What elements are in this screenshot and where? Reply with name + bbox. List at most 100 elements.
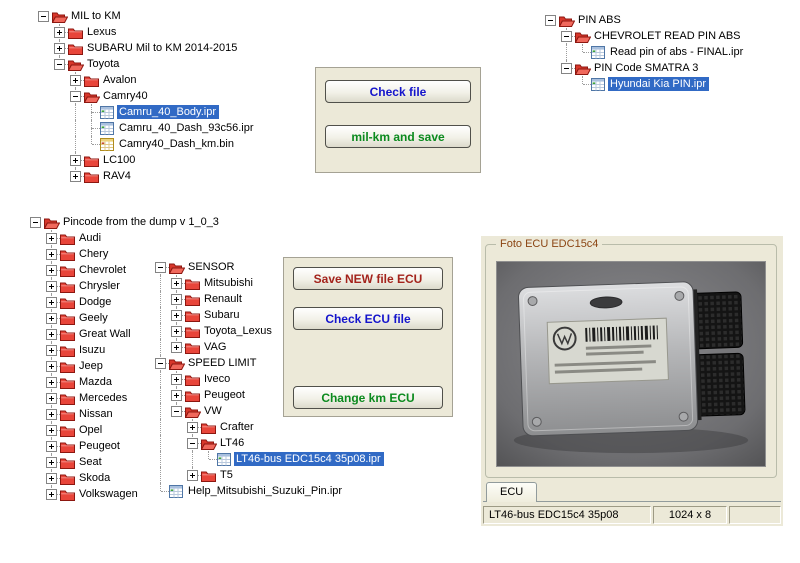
tree-label[interactable]: Lexus bbox=[87, 26, 117, 38]
tree-node-help-mitsubishi-suzuki-pin-ipr[interactable]: Help_Mitsubishi_Suzuki_Pin.ipr bbox=[153, 483, 384, 499]
tree-node-toyota[interactable]: Toyota bbox=[36, 56, 257, 72]
tree-node-chevrolet[interactable]: Chevrolet bbox=[28, 262, 222, 278]
tree-label[interactable]: SENSOR bbox=[188, 261, 235, 273]
tree-expander-plus[interactable] bbox=[46, 489, 57, 500]
tree-node-volkswagen[interactable]: Volkswagen bbox=[28, 486, 222, 502]
tree-label[interactable]: Renault bbox=[204, 293, 242, 305]
tree-node-great-wall[interactable]: Great Wall bbox=[28, 326, 222, 342]
tree-expander-minus[interactable] bbox=[545, 15, 556, 26]
tree-label[interactable]: Toyota_Lexus bbox=[204, 325, 272, 337]
tree-node-mil-to-km[interactable]: MIL to KM bbox=[36, 8, 257, 24]
tree-expander-plus[interactable] bbox=[171, 374, 182, 385]
tree-label[interactable]: LC100 bbox=[103, 154, 136, 166]
tree-expander-plus[interactable] bbox=[70, 171, 81, 182]
tree-expander-minus[interactable] bbox=[155, 262, 166, 273]
tree-label[interactable]: Peugeot bbox=[79, 440, 120, 452]
tree-expander-plus[interactable] bbox=[70, 75, 81, 86]
tree-expander-plus[interactable] bbox=[46, 281, 57, 292]
tree-node-mitsubishi[interactable]: Mitsubishi bbox=[153, 275, 384, 291]
tree-label[interactable]: MIL to KM bbox=[71, 10, 121, 22]
tree-label[interactable]: Toyota bbox=[87, 58, 120, 70]
tree-node-camry40[interactable]: Camry40 bbox=[36, 88, 257, 104]
save-new-file-ecu-button[interactable]: Save NEW file ECU bbox=[293, 267, 443, 290]
tree-label[interactable]: Subaru bbox=[204, 309, 240, 321]
tree-label[interactable]: Jeep bbox=[79, 360, 103, 372]
tree-node-camru-40-body-ipr[interactable]: Camru_40_Body.ipr bbox=[36, 104, 257, 120]
tree-node-t5[interactable]: T5 bbox=[153, 467, 384, 483]
tree-label[interactable]: Crafter bbox=[220, 421, 254, 433]
tree-node-seat[interactable]: Seat bbox=[28, 454, 222, 470]
tree-node-crafter[interactable]: Crafter bbox=[153, 419, 384, 435]
tree-node-camru-40-dash-93c56-ipr[interactable]: Camru_40_Dash_93c56.ipr bbox=[36, 120, 257, 136]
tree-node-hyundai-kia-pin-ipr[interactable]: Hyundai Kia PIN.ipr bbox=[543, 76, 746, 92]
tree-expander-plus[interactable] bbox=[187, 422, 198, 433]
tree-node-renault[interactable]: Renault bbox=[153, 291, 384, 307]
tree-expander-plus[interactable] bbox=[46, 377, 57, 388]
tree-expander-plus[interactable] bbox=[46, 345, 57, 356]
tree-expander-minus[interactable] bbox=[155, 358, 166, 369]
tree-expander-plus[interactable] bbox=[171, 326, 182, 337]
tree-node-opel[interactable]: Opel bbox=[28, 422, 222, 438]
tree-label[interactable]: Camru_40_Dash_93c56.ipr bbox=[119, 122, 254, 134]
tree-label[interactable]: Great Wall bbox=[79, 328, 131, 340]
tree-node-toyota-lexus[interactable]: Toyota_Lexus bbox=[153, 323, 384, 339]
tree-label[interactable]: LT46-bus EDC15c4 35p08.ipr bbox=[234, 452, 384, 466]
tree-label[interactable]: Iveco bbox=[204, 373, 231, 385]
tree-label[interactable]: Mazda bbox=[79, 376, 113, 388]
tree-node-nissan[interactable]: Nissan bbox=[28, 406, 222, 422]
tree-expander-plus[interactable] bbox=[46, 409, 57, 420]
tree-label[interactable]: Hyundai Kia PIN.ipr bbox=[608, 77, 709, 91]
tree-expander-plus[interactable] bbox=[46, 473, 57, 484]
tree-label[interactable]: Peugeot bbox=[204, 389, 245, 401]
tree-expander-minus[interactable] bbox=[30, 217, 41, 228]
tree-expander-plus[interactable] bbox=[46, 233, 57, 244]
tree-expander-plus[interactable] bbox=[54, 43, 65, 54]
tree-expander-minus[interactable] bbox=[54, 59, 65, 70]
tree-label[interactable]: Pincode from the dump v 1_0_3 bbox=[63, 216, 219, 228]
tree-expander-plus[interactable] bbox=[54, 27, 65, 38]
tree-expander-plus[interactable] bbox=[70, 155, 81, 166]
tree-expander-plus[interactable] bbox=[187, 470, 198, 481]
tree-expander-plus[interactable] bbox=[46, 249, 57, 260]
tree-node-pin-abs[interactable]: PIN ABS bbox=[543, 12, 746, 28]
tree-label[interactable]: SUBARU Mil to KM 2014-2015 bbox=[87, 42, 238, 54]
tree-label[interactable]: Volkswagen bbox=[79, 488, 138, 500]
tree-expander-minus[interactable] bbox=[70, 91, 81, 102]
tree-label[interactable]: Nissan bbox=[79, 408, 113, 420]
tree-node-jeep[interactable]: Jeep bbox=[28, 358, 222, 374]
tree-expander-plus[interactable] bbox=[46, 393, 57, 404]
tree-node-chery[interactable]: Chery bbox=[28, 246, 222, 262]
tree-label[interactable]: LT46 bbox=[220, 437, 245, 449]
mil-km-and-save-button[interactable]: mil-km and save bbox=[325, 125, 471, 148]
tree-label[interactable]: Mitsubishi bbox=[204, 277, 253, 289]
tree-label[interactable]: VW bbox=[204, 405, 222, 417]
check-ecu-file-button[interactable]: Check ECU file bbox=[293, 307, 443, 330]
tree-label[interactable]: Mercedes bbox=[79, 392, 128, 404]
tree-node-skoda[interactable]: Skoda bbox=[28, 470, 222, 486]
tree-label[interactable]: PIN Code SMATRA 3 bbox=[594, 62, 699, 74]
tree-label[interactable]: Read pin of abs - FINAL.ipr bbox=[610, 46, 744, 58]
tree-label[interactable]: Isuzu bbox=[79, 344, 106, 356]
tree-label[interactable]: Camry40 bbox=[103, 90, 148, 102]
tree-node-camry40-dash-km-bin[interactable]: Camry40_Dash_km.bin bbox=[36, 136, 257, 152]
tree-expander-minus[interactable] bbox=[38, 11, 49, 22]
tree-expander-plus[interactable] bbox=[46, 361, 57, 372]
tree-label[interactable]: SPEED LIMIT bbox=[188, 357, 257, 369]
tree-node-isuzu[interactable]: Isuzu bbox=[28, 342, 222, 358]
tree-node-lt46-bus-edc15c4-35p08-ipr[interactable]: LT46-bus EDC15c4 35p08.ipr bbox=[153, 451, 384, 467]
tree-node-vw[interactable]: VW bbox=[153, 403, 384, 419]
tree-expander-plus[interactable] bbox=[46, 265, 57, 276]
tree-label[interactable]: Camry40_Dash_km.bin bbox=[119, 138, 234, 150]
tree-expander-plus[interactable] bbox=[171, 390, 182, 401]
tree-label[interactable]: Dodge bbox=[79, 296, 112, 308]
tree-label[interactable]: Audi bbox=[79, 232, 102, 244]
tree-node-geely[interactable]: Geely bbox=[28, 310, 222, 326]
tree-expander-plus[interactable] bbox=[171, 342, 182, 353]
tree-expander-plus[interactable] bbox=[171, 310, 182, 321]
tree-label[interactable]: PIN ABS bbox=[578, 14, 621, 26]
tree-node-peugeot[interactable]: Peugeot bbox=[28, 438, 222, 454]
tree-label[interactable]: Skoda bbox=[79, 472, 111, 484]
tree-expander-plus[interactable] bbox=[171, 294, 182, 305]
tree-label[interactable]: Avalon bbox=[103, 74, 137, 86]
tree-label[interactable]: Chery bbox=[79, 248, 109, 260]
